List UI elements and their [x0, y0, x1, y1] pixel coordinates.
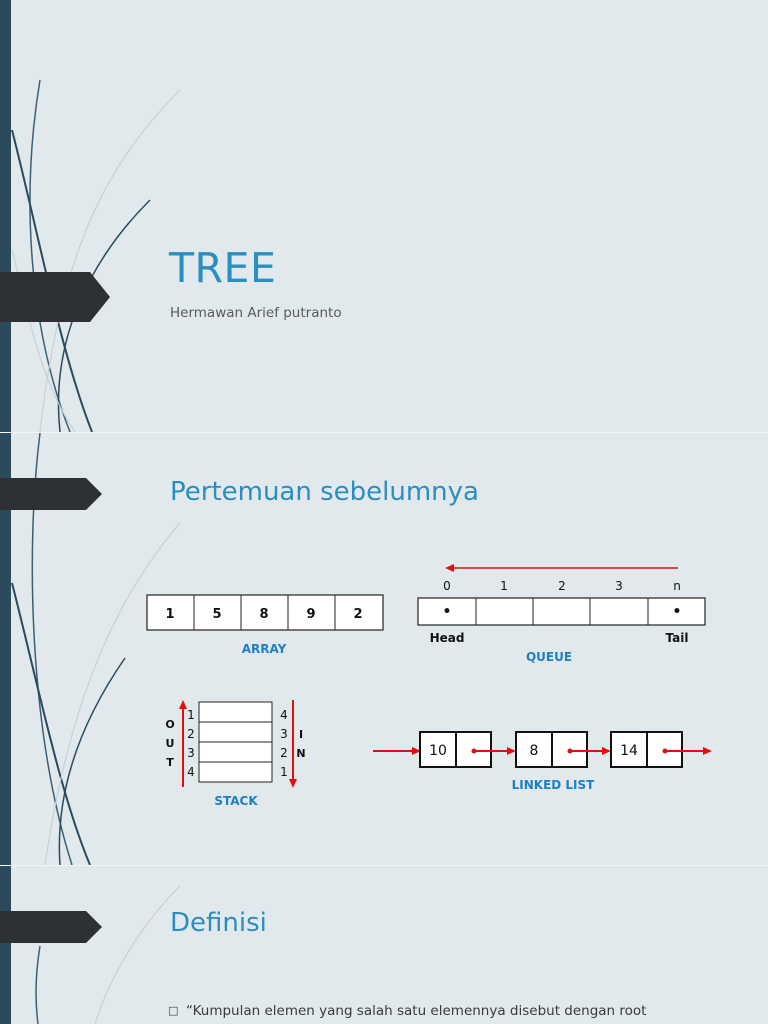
stack-right-number: 2	[280, 746, 288, 760]
array-cell: 9	[306, 607, 315, 622]
linked-list-diagram: 10 8 14 LINKED LIST	[373, 731, 712, 792]
queue-index: 2	[558, 579, 566, 593]
queue-label: QUEUE	[526, 650, 572, 664]
decorative-curves	[35, 885, 181, 1024]
linked-node-value: 14	[620, 743, 638, 759]
stack-left-number: 4	[187, 765, 195, 779]
array-cell: 2	[353, 607, 362, 622]
queue-index: 3	[615, 579, 623, 593]
stack-in-letter: N	[296, 747, 305, 760]
array-cell: 8	[259, 607, 268, 622]
slide-separator	[0, 865, 768, 866]
array-cell: 5	[212, 607, 221, 622]
stack-left-number: 3	[187, 746, 195, 760]
stack-label: STACK	[214, 794, 258, 805]
slide-1: TREE Hermawan Arief putranto	[0, 0, 768, 432]
slide-sidebar	[0, 866, 11, 1024]
queue-tail-dot: •	[673, 604, 682, 620]
stack-out-letter: T	[166, 756, 174, 769]
linked-node-value: 10	[429, 743, 447, 759]
queue-head-dot: •	[443, 604, 452, 620]
stack-left-number: 2	[187, 727, 195, 741]
slide-sidebar	[0, 433, 11, 865]
stack-out-letter: U	[166, 737, 175, 750]
definition-text: “Kumpulan elemen yang salah satu elemenn…	[186, 1003, 647, 1019]
arrow-right-icon	[602, 747, 611, 755]
presentation-title: TREE	[169, 244, 277, 292]
arrow-up-icon	[179, 700, 187, 709]
section-title-pertemuan: Pertemuan sebelumnya	[170, 477, 479, 507]
array-label: ARRAY	[242, 642, 287, 656]
title-tab-shape	[0, 478, 102, 510]
array-diagram: 1 5 8 9 2 ARRAY	[146, 594, 384, 656]
array-cell: 1	[165, 607, 174, 622]
title-tab-shape	[0, 911, 102, 943]
linked-list-label: LINKED LIST	[512, 778, 596, 792]
queue-index: 1	[500, 579, 508, 593]
slide-3	[0, 866, 768, 1024]
title-tab-shape	[0, 272, 110, 322]
arrow-down-icon	[289, 779, 297, 788]
decorative-curves	[11, 79, 181, 432]
arrow-right-icon	[507, 747, 516, 755]
stack-left-number: 1	[187, 708, 195, 722]
stack-out-letter: O	[165, 718, 174, 731]
slide-2	[0, 433, 768, 865]
queue-index: 0	[443, 579, 451, 593]
queue-head-label: Head	[430, 631, 465, 645]
data-structures-diagram: 1 5 8 9 2 ARRAY 0 1 2 3 n • • Head Tail …	[146, 564, 712, 805]
stack-diagram: O U T 1 2 3 4 4 3 2 1 I N STACK	[165, 700, 306, 805]
linked-node-value: 8	[530, 743, 539, 759]
slide-sidebar	[0, 0, 11, 432]
stack-right-number: 3	[280, 727, 288, 741]
presentation-author: Hermawan Arief putranto	[170, 305, 342, 321]
slide-separator	[0, 432, 768, 433]
stack-right-number: 4	[280, 708, 288, 722]
definition-bullet: □ “Kumpulan elemen yang salah satu elemen…	[168, 1003, 646, 1019]
queue-index: n	[673, 579, 681, 593]
queue-tail-label: Tail	[666, 631, 689, 645]
arrow-left-icon	[445, 564, 454, 572]
stack-right-number: 1	[280, 765, 288, 779]
square-bullet-icon: □	[168, 1004, 179, 1017]
stack-in-letter: I	[299, 728, 303, 741]
section-title-definisi: Definisi	[170, 908, 267, 938]
queue-diagram: 0 1 2 3 n • • Head Tail QUEUE	[417, 564, 706, 664]
arrow-right-icon	[703, 747, 712, 755]
arrow-right-icon	[412, 747, 421, 755]
